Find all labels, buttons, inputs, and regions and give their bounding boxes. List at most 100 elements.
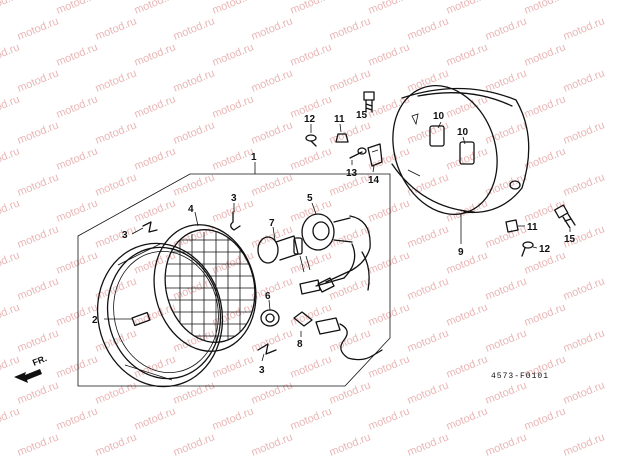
watermark-text: motod.ru xyxy=(328,223,373,250)
watermark-text: motod.ru xyxy=(172,171,217,198)
watermark-text: motod.ru xyxy=(55,249,100,276)
watermark-text: motod.ru xyxy=(55,93,100,120)
watermark-text: motod.ru xyxy=(0,301,21,328)
leader-5 xyxy=(311,202,317,215)
watermark-text: motod.ru xyxy=(523,301,568,328)
leader-11a xyxy=(339,123,342,133)
part-headlight-case xyxy=(391,85,530,215)
watermark-text: motod.ru xyxy=(211,145,256,172)
watermark-text: motod.ru xyxy=(367,249,412,276)
watermark-text: motod.ru xyxy=(406,431,451,458)
watermark-text: motod.ru xyxy=(94,119,139,146)
watermark-text: motod.ru xyxy=(172,431,217,458)
leader-12b xyxy=(532,246,538,249)
watermark-text: motod.ru xyxy=(0,0,21,17)
watermark-text: motod.ru xyxy=(133,41,178,68)
callout-5: 5 xyxy=(307,193,313,204)
watermark-text: motod.ru xyxy=(211,405,256,432)
watermark-text: motod.ru xyxy=(367,197,412,224)
callout-9: 9 xyxy=(458,247,464,258)
watermark-text: motod.ru xyxy=(16,223,61,250)
part-position-bulb xyxy=(293,311,383,361)
watermark-text: motod.ru xyxy=(406,275,451,302)
watermark-text: motod.ru xyxy=(16,67,61,94)
watermark-text: motod.ru xyxy=(55,353,100,380)
watermark-text: motod.ru xyxy=(289,0,334,17)
watermark-text: motod.ru xyxy=(55,405,100,432)
watermark-text: motod.ru xyxy=(562,171,607,198)
watermark-text: motod.ru xyxy=(562,327,607,354)
part-clip-top xyxy=(142,221,158,233)
assembly-box-outline xyxy=(77,173,391,387)
leader-3c xyxy=(261,353,265,362)
callout-15b: 15 xyxy=(564,234,576,245)
watermark-text: motod.ru xyxy=(94,223,139,250)
watermark-text: motod.ru xyxy=(0,145,21,172)
callout-13: 13 xyxy=(346,168,358,179)
direction-label: FR. xyxy=(31,353,48,368)
watermark-text: motod.ru xyxy=(328,275,373,302)
watermark-text: motod.ru xyxy=(406,327,451,354)
watermark-text: motod.ru xyxy=(250,171,295,198)
callout-6: 6 xyxy=(265,291,271,302)
part-screw-13 xyxy=(349,147,367,159)
callout-11a: 11 xyxy=(334,114,345,125)
watermark-text: motod.ru xyxy=(406,171,451,198)
watermark-text: motod.ru xyxy=(250,15,295,42)
watermark-text: motod.ru xyxy=(523,93,568,120)
watermark-text: motod.ru xyxy=(94,431,139,458)
watermark-text: motod.ru xyxy=(0,197,21,224)
watermark-text: motod.ru xyxy=(211,93,256,120)
callout-4: 4 xyxy=(188,204,194,215)
watermark-text: motod.ru xyxy=(250,431,295,458)
watermark-text: motod.ru xyxy=(562,119,607,146)
watermark-text: motod.ru xyxy=(484,67,529,94)
watermark-text: motod.ru xyxy=(133,0,178,17)
direction-arrow-icon xyxy=(14,369,42,383)
watermark-text: motod.ru xyxy=(484,223,529,250)
part-bracket-14 xyxy=(367,143,383,167)
watermark-text: motod.ru xyxy=(562,15,607,42)
watermark-text: motod.ru xyxy=(328,67,373,94)
watermark-text: motod.ru xyxy=(250,379,295,406)
callout-12a: 12 xyxy=(304,114,316,125)
watermark-text: motod.ru xyxy=(367,301,412,328)
watermark-text: motod.ru xyxy=(250,119,295,146)
watermark-text: motod.ru xyxy=(172,67,217,94)
callout-2: 2 xyxy=(92,315,98,326)
watermark-text: motod.ru xyxy=(55,145,100,172)
watermark-text: motod.ru xyxy=(133,93,178,120)
part-headlight-bulb xyxy=(257,235,311,273)
watermark-text: motod.ru xyxy=(94,67,139,94)
watermark-text: motod.ru xyxy=(406,223,451,250)
part-clip-bottom xyxy=(257,343,277,355)
callout-15a: 15 xyxy=(356,110,368,121)
part-spring-clip xyxy=(230,211,241,231)
callout-7: 7 xyxy=(269,218,275,229)
watermark-text: motod.ru xyxy=(211,0,256,17)
watermark-text: motod.ru xyxy=(367,405,412,432)
leader-7 xyxy=(272,226,276,241)
watermark-text: motod.ru xyxy=(484,171,529,198)
watermark-text: motod.ru xyxy=(445,41,490,68)
watermark-text: motod.ru xyxy=(328,431,373,458)
watermark-text: motod.ru xyxy=(133,197,178,224)
watermark-text: motod.ru xyxy=(16,119,61,146)
watermark-text: motod.ru xyxy=(367,353,412,380)
watermark-text: motod.ru xyxy=(445,405,490,432)
watermark-text: motod.ru xyxy=(406,15,451,42)
watermark-text: motod.ru xyxy=(16,379,61,406)
watermark-text: motod.ru xyxy=(211,41,256,68)
watermark-text: motod.ru xyxy=(16,327,61,354)
watermark-text: motod.ru xyxy=(94,171,139,198)
callout-14: 14 xyxy=(368,175,380,186)
watermark-text: motod.ru xyxy=(0,405,21,432)
leader-4 xyxy=(194,211,199,227)
watermark-text: motod.ru xyxy=(172,223,217,250)
diagram-code: 4573-F0101 xyxy=(491,372,549,381)
callout-10a: 10 xyxy=(433,111,445,122)
watermark-text: motod.ru xyxy=(484,119,529,146)
watermark-text: motod.ru xyxy=(55,41,100,68)
leader-3a xyxy=(131,227,144,235)
watermark-text: motod.ru xyxy=(211,353,256,380)
